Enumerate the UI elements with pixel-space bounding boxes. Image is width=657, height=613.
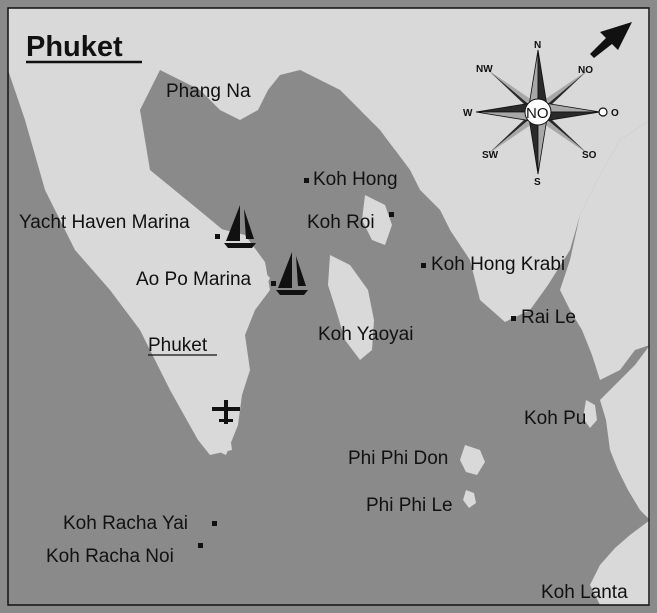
- marker-koh-racha-noi: [198, 543, 203, 548]
- compass-label-o: O: [611, 108, 619, 119]
- marker-rai-le: [511, 316, 516, 321]
- label-phang-na: Phang Na: [166, 81, 251, 102]
- marker-ao-po-marina: [271, 281, 276, 286]
- label-phuket: Phuket: [148, 335, 208, 356]
- label-koh-roi: Koh Roi: [307, 212, 375, 233]
- map-border: [7, 7, 650, 606]
- land-phi-phi-don: [460, 445, 485, 475]
- map-title: Phuket: [26, 31, 123, 63]
- label-phi-phi-le: Phi Phi Le: [366, 495, 453, 516]
- label-koh-hong-krabi: Koh Hong Krabi: [431, 254, 565, 275]
- land-east: [560, 120, 650, 380]
- sailboat-icon: [224, 205, 256, 248]
- label-ao-po-marina: Ao Po Marina: [136, 269, 252, 290]
- label-koh-lanta: Koh Lanta: [541, 582, 628, 603]
- sailboat-icon: [276, 252, 308, 295]
- land-southeast: [600, 345, 650, 520]
- compass-label-sw: SW: [482, 150, 499, 161]
- land-north: [160, 8, 650, 322]
- land-phuket-island: [196, 225, 270, 455]
- compass-label-center: NO: [526, 105, 549, 122]
- marker-koh-hong: [304, 178, 309, 183]
- land-bottom-right: [590, 520, 650, 605]
- compass-label-w: W: [463, 108, 473, 119]
- compass-label-no: NO: [578, 65, 593, 76]
- marker-koh-hong-krabi: [421, 263, 426, 268]
- label-koh-hong: Koh Hong: [313, 169, 398, 190]
- land-koh-yaoyai: [328, 255, 374, 360]
- land-phi-phi-le: [463, 490, 476, 508]
- arrow-icon: [590, 22, 632, 58]
- land-koh-roi: [362, 195, 392, 245]
- label-phi-phi-don: Phi Phi Don: [348, 448, 448, 469]
- label-koh-racha-yai: Koh Racha Yai: [63, 513, 188, 534]
- bay-inlet-2: [392, 150, 450, 255]
- label-yacht-haven-marina: Yacht Haven Marina: [19, 212, 190, 233]
- airplane-icon: [212, 400, 240, 424]
- land-koh-pu: [583, 400, 597, 428]
- compass-label-n: N: [534, 40, 541, 51]
- label-rai-le: Rai Le: [521, 307, 576, 328]
- compass-rose: [475, 49, 608, 175]
- marker-koh-racha-yai: [212, 521, 217, 526]
- marker-yacht-haven-marina: [215, 234, 220, 239]
- label-koh-yaoyai: Koh Yaoyai: [318, 324, 413, 345]
- compass-label-so: SO: [582, 150, 597, 161]
- label-koh-racha-noi: Koh Racha Noi: [46, 546, 174, 567]
- label-koh-pu: Koh Pu: [524, 408, 586, 429]
- compass-label-s: S: [534, 177, 541, 188]
- marker-koh-roi: [389, 212, 394, 217]
- compass-label-nw: NW: [476, 64, 493, 75]
- bay-inlet-1: [285, 70, 362, 210]
